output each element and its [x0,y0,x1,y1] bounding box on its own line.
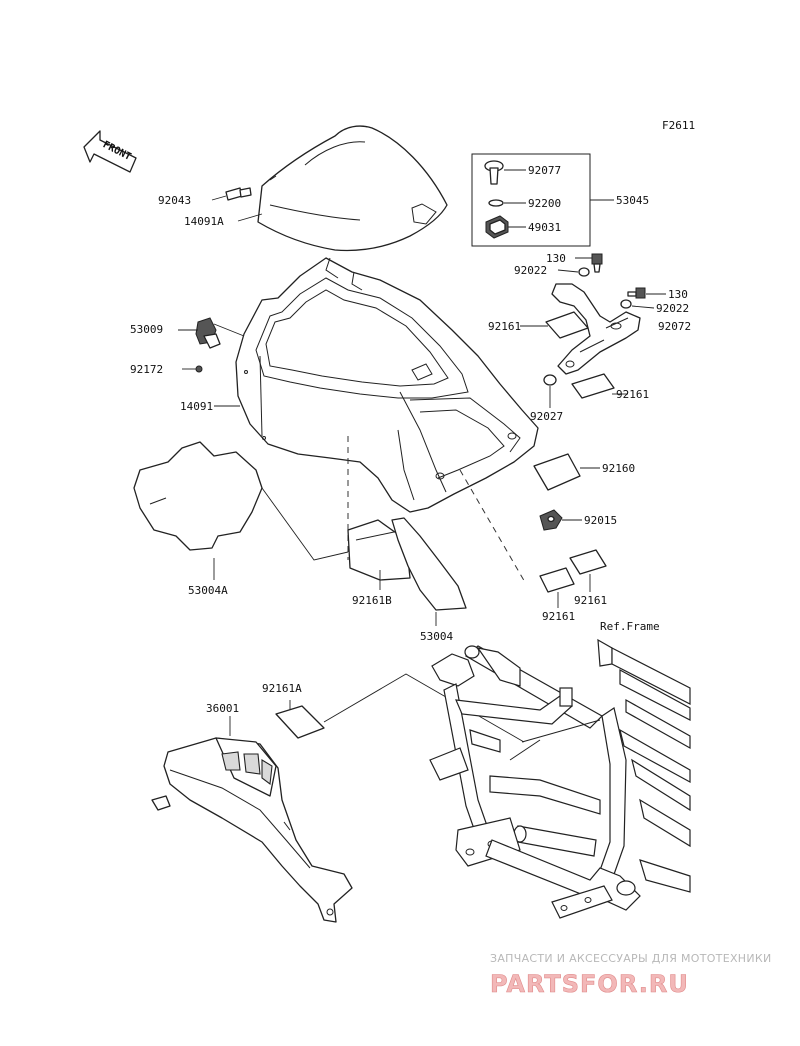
callout-92161a-pad: 92161A [262,682,302,695]
ref-frame-note: Ref.Frame [600,620,660,633]
pad-92161-bottom-left [539,567,575,593]
screw-92077-icon [484,160,504,185]
callout-92161-bottom-right: 92161 [574,594,607,607]
callout-14091a: 14091A [184,215,224,228]
callout-92161b-side: 92161B [352,594,392,607]
air-duct-36001 [151,737,353,923]
clip-53009-icon [195,317,221,349]
bracket-92072 [551,283,641,375]
reference-frame [429,638,691,919]
callout-53045: 53045 [616,194,649,207]
bolt-92043-icon [225,187,252,201]
callout-92022-lower: 92022 [656,302,689,315]
screw-92172-icon [195,365,203,373]
callout-92161-bottom-left: 92161 [542,610,575,623]
watermark-tagline: ЗАПЧАСТИ И АКСЕССУАРЫ ДЛЯ МОТОТЕХНИКИ [490,952,772,965]
bolt-130-lower-icon [627,287,646,299]
pad-92161b [347,519,411,581]
pad-92161-bottom-right [569,549,607,575]
callout-53009: 53009 [130,323,163,336]
callout-92015: 92015 [584,514,617,527]
bolt-130-upper-icon [591,253,603,273]
panel-53004 [391,517,467,611]
upper-cowl-14091 [235,257,539,513]
washer-92027-icon [543,374,557,386]
callout-92161-upper: 92161 [488,320,521,333]
callout-53004: 53004 [420,630,453,643]
sheet-53004a [133,441,263,551]
callout-92161-right: 92161 [616,388,649,401]
callout-92172: 92172 [130,363,163,376]
callout-49031: 49031 [528,221,561,234]
callout-92027: 92027 [530,410,563,423]
pad-92161-right [571,373,615,399]
nut-49031-icon [485,215,509,239]
watermark: ЗАПЧАСТИ И АКСЕССУАРЫ ДЛЯ МОТОТЕХНИКИ PA… [490,952,772,998]
figure-id: F2611 [662,119,695,132]
washer-92022-upper-icon [578,267,590,277]
washer-92022-lower-icon [620,299,632,309]
callout-92022-upper: 92022 [514,264,547,277]
front-arrow-icon: FRONT [83,130,137,173]
pad-92161-upper [545,311,589,339]
callout-14091: 14091 [180,400,213,413]
sponge-92160 [533,453,581,491]
callout-92072: 92072 [658,320,691,333]
callout-92043: 92043 [158,194,191,207]
washer-92200-icon [488,199,504,207]
callout-92200: 92200 [528,197,561,210]
callout-130-upper: 130 [546,252,566,265]
callout-53004a: 53004A [188,584,228,597]
callout-92077: 92077 [528,164,561,177]
nut-92015-icon [539,509,563,531]
callout-36001: 36001 [206,702,239,715]
callout-130-lower: 130 [668,288,688,301]
callout-92160: 92160 [602,462,635,475]
windshield-14091a [257,125,448,252]
watermark-logo: PARTSFOR.RU [490,970,689,998]
pad-92161a [275,705,325,739]
